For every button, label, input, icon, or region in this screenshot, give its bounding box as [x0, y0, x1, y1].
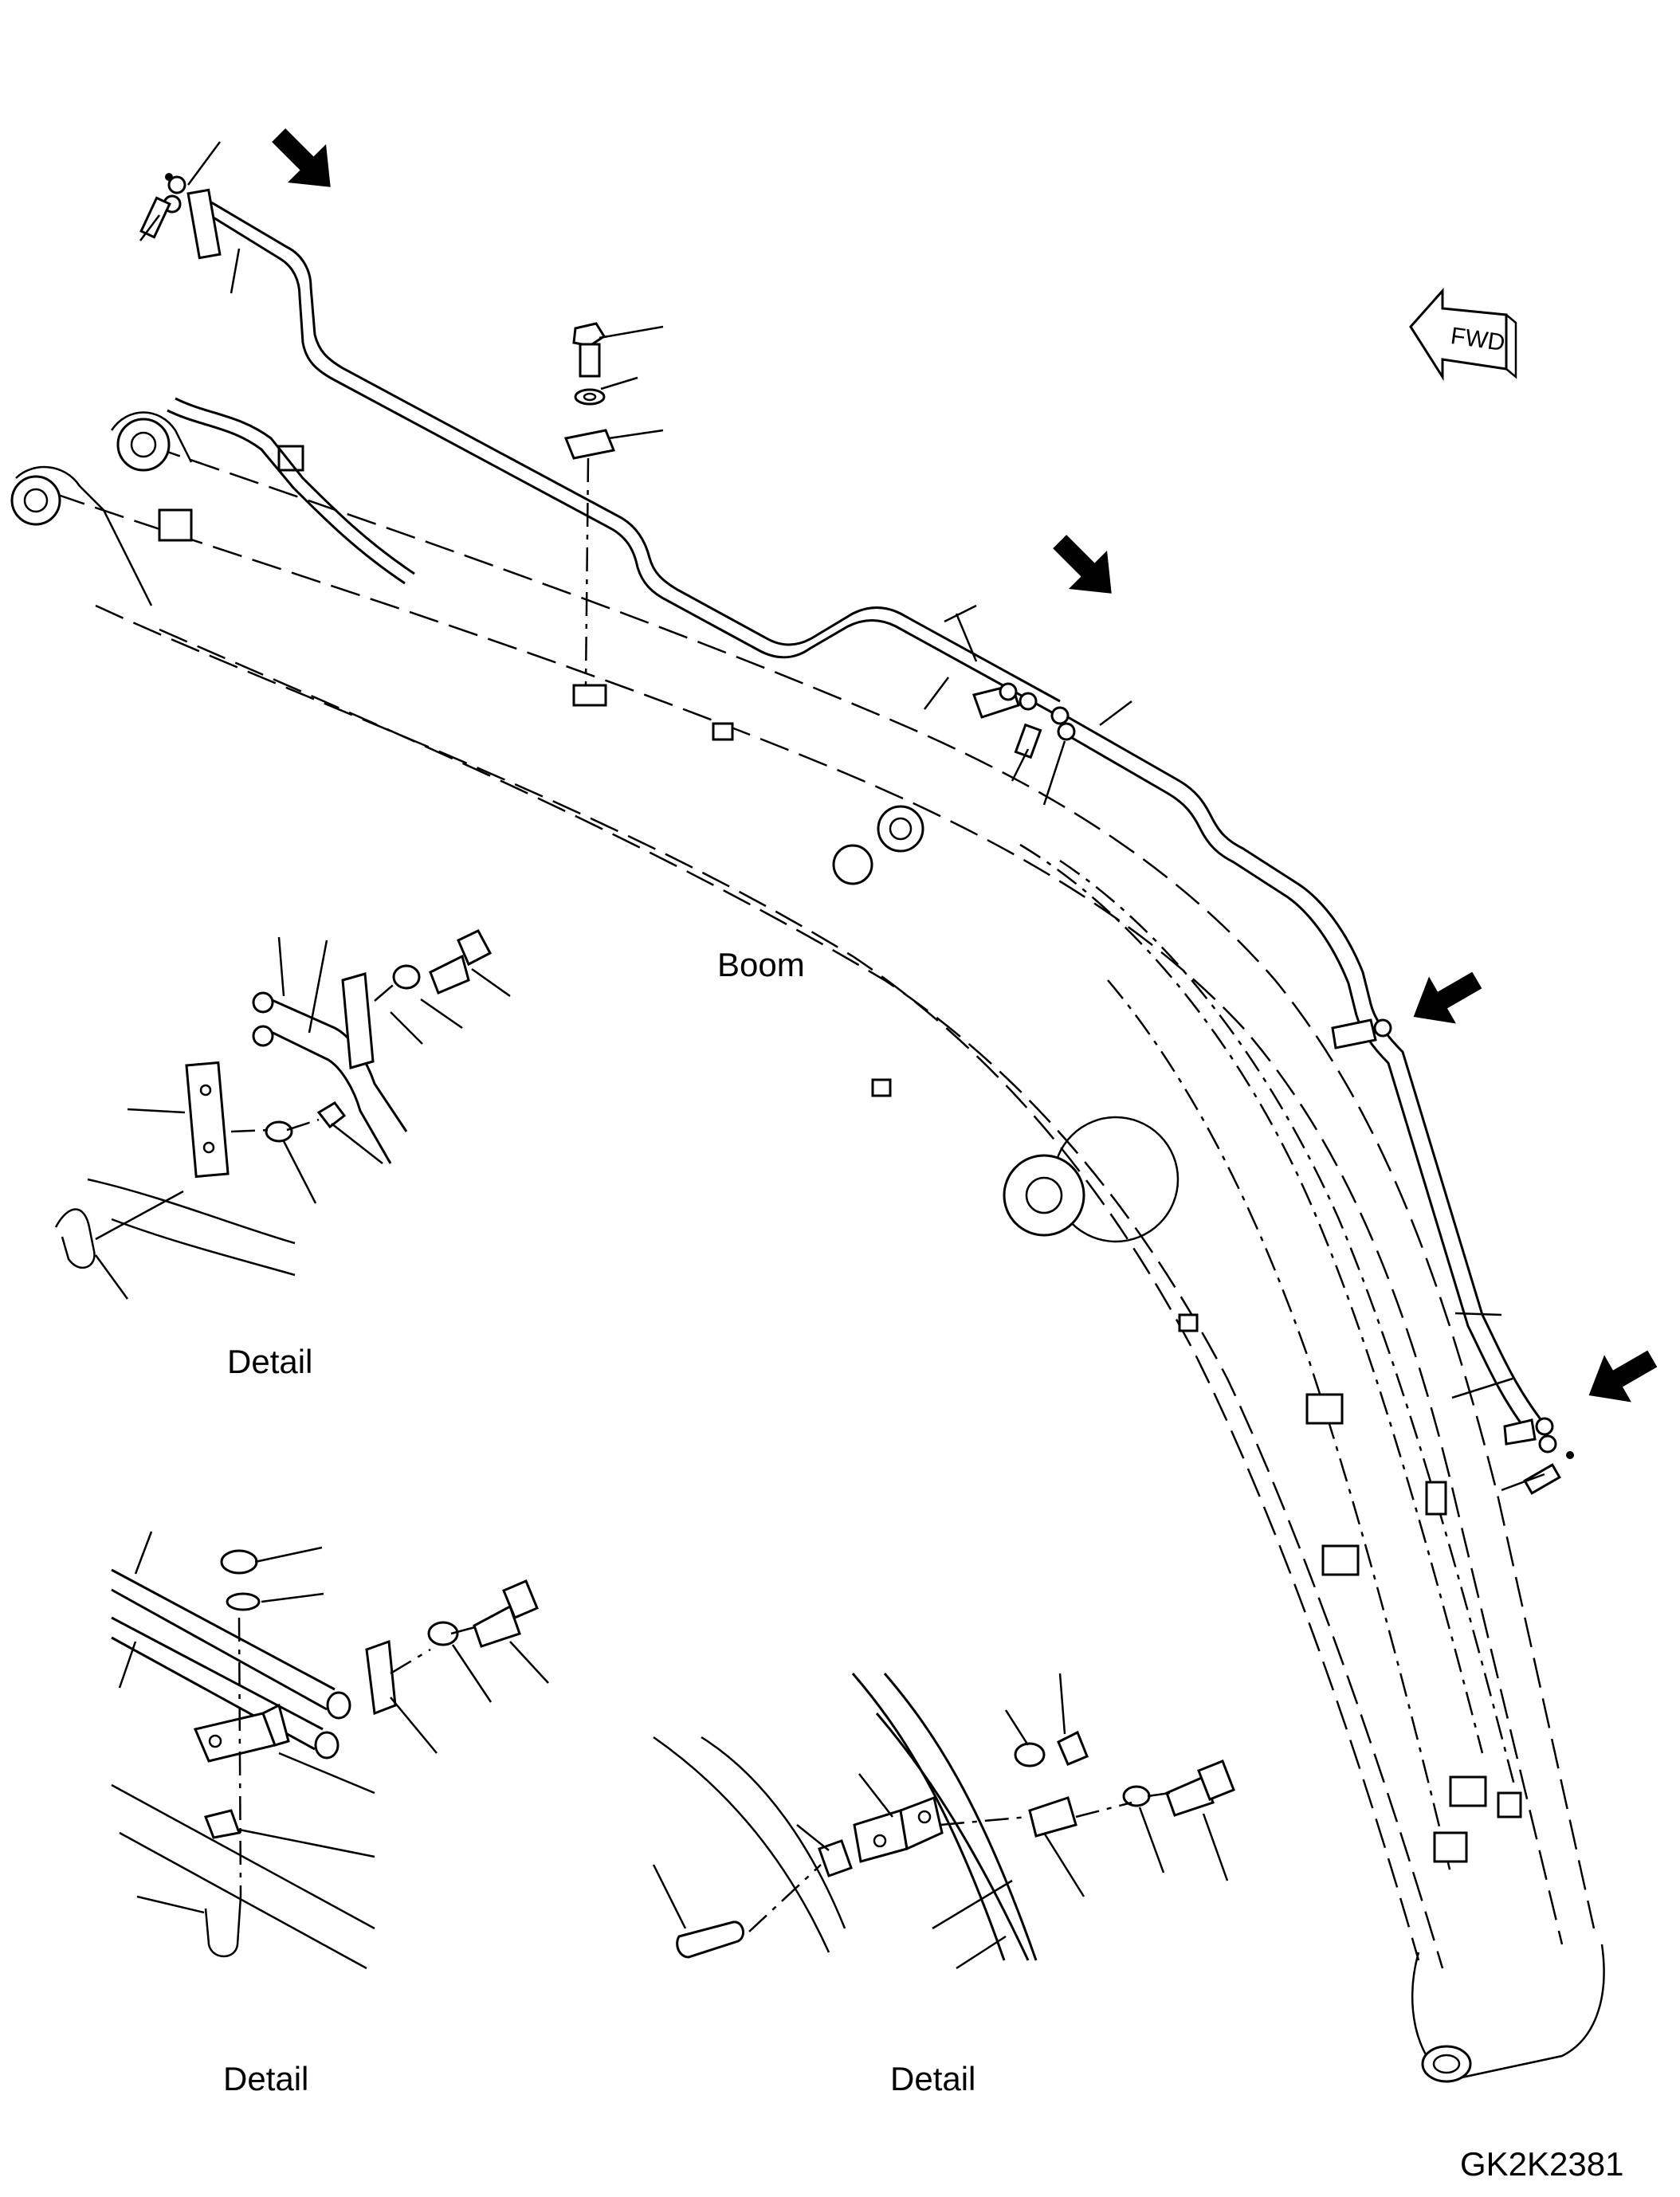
arrow-pointer-4: [1588, 1350, 1658, 1403]
drawing-code: GK2K2381: [1460, 2145, 1624, 2183]
hydraulic-pipe: [167, 194, 1548, 1438]
boom-outline: [10, 411, 1605, 2083]
detail-2-label: Detail: [223, 2060, 308, 2097]
detail-3-label: Detail: [890, 2060, 975, 2097]
leader-lines: [139, 141, 1545, 1492]
detail-3-drawing: [652, 1673, 1235, 1970]
boom-label: Boom: [717, 946, 805, 983]
arrow-pointer-3: [1413, 971, 1482, 1024]
arrow-pointer-2: [1053, 535, 1112, 594]
detail-2-drawing: [111, 1531, 549, 1970]
arrow-pointer-1: [272, 128, 331, 187]
fwd-arrow-icon: FWD: [1409, 288, 1517, 382]
detail-1-label: Detail: [227, 1343, 312, 1380]
fittings: [139, 173, 1574, 1495]
pointer-arrows: [272, 128, 1658, 1403]
detail-1-drawing: [54, 929, 511, 1300]
